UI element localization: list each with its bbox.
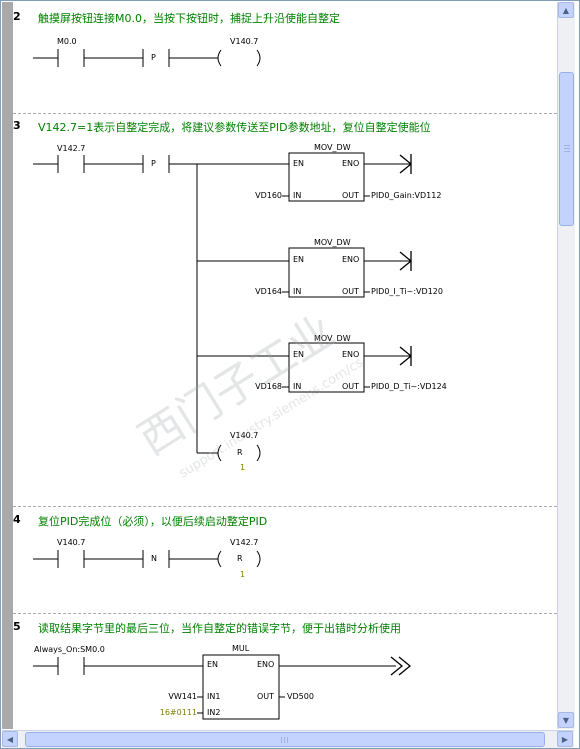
horizontal-scroll-thumb[interactable] (25, 732, 545, 747)
branch-line (196, 164, 289, 454)
arrow-icon (399, 154, 413, 174)
output-lines (364, 163, 411, 357)
network-area[interactable]: 2 触摸屏按钮连接M0.0，当按下按钮时，捕捉上升沿使能自整定 M0.0 P V… (13, 1, 557, 730)
box-en-label: EN (293, 350, 305, 359)
box-in2-label: IN2 (207, 708, 221, 717)
horizontal-scrollbar[interactable]: ◀ ▶ (2, 730, 574, 748)
box-title: MOV_DW (314, 334, 351, 343)
box-en-label: EN (293, 255, 305, 264)
box-in-label: IN (293, 191, 302, 200)
network-separator (13, 113, 557, 114)
network-comment[interactable]: 读取结果字节里的最后三位，当作自整定的错误字节，便于出错时分析使用 (38, 622, 401, 635)
contact-label: Always_On:SM0.0 (34, 645, 105, 654)
box-en-label: EN (293, 159, 305, 168)
contact-symbol (33, 657, 203, 675)
contact-symbol (33, 550, 218, 568)
scroll-right-button[interactable]: ▶ (557, 731, 573, 747)
contact-label: V140.7 (57, 538, 86, 547)
network-comment[interactable]: V142.7=1表示自整定完成，将建议参数传送至PID参数地址，复位自整定使能位 (38, 121, 431, 134)
in1-operand: VW141 (168, 692, 197, 701)
edge-label: P (151, 159, 156, 168)
box-eno-label: ENO (342, 255, 360, 264)
box-in-label: IN (293, 287, 302, 296)
coil-label: V140.7 (230, 431, 259, 440)
coil-param: 1 (240, 570, 246, 579)
network-number: 3 (13, 119, 21, 132)
network-number: 5 (13, 620, 21, 633)
box-title: MOV_DW (314, 143, 351, 152)
in-operand: VD164 (255, 287, 282, 296)
scroll-up-button[interactable]: ▲ (558, 2, 574, 18)
coil-type: R (237, 554, 243, 563)
box-out-label: OUT (342, 382, 360, 391)
scroll-left-button[interactable]: ◀ (2, 731, 18, 747)
out-operand: PID0_D_Ti~:VD124 (371, 382, 447, 391)
coil-symbol (217, 444, 261, 462)
edge-label: P (151, 53, 156, 62)
coil-label: V140.7 (230, 37, 259, 46)
contact-symbol (33, 155, 289, 173)
caret-left-icon: ◀ (6, 735, 14, 744)
double-arrow-icon (390, 656, 412, 676)
input-stubs (282, 195, 370, 388)
box-out-label: OUT (342, 191, 360, 200)
coil-label: V142.7 (230, 538, 259, 547)
caret-up-icon: ▲ (562, 6, 570, 15)
arrow-icon (399, 251, 413, 271)
input-stubs (197, 696, 285, 714)
vertical-scroll-thumb[interactable] (559, 72, 574, 226)
network-number: 2 (13, 10, 21, 23)
contact-label: V142.7 (57, 144, 86, 153)
box-eno-label: ENO (342, 159, 360, 168)
in2-operand: 16#0111 (159, 708, 197, 717)
box-in-label: IN (293, 382, 302, 391)
edge-label: N (151, 554, 157, 563)
box-title: MUL (232, 644, 250, 653)
out-operand: PID0_I_Ti~:VD120 (371, 287, 443, 296)
in-operand: VD160 (255, 191, 282, 200)
scroll-down-button[interactable]: ▼ (558, 712, 574, 728)
network-number: 4 (13, 513, 21, 526)
coil-type: R (237, 448, 243, 457)
box-outline (202, 654, 280, 720)
caret-right-icon: ▶ (561, 735, 569, 744)
vertical-scrollbar[interactable]: ▲ ▼ (557, 2, 575, 729)
box-out-label: OUT (257, 692, 275, 701)
in-operand: VD168 (255, 382, 282, 391)
caret-down-icon: ▼ (562, 716, 570, 725)
coil-param: 1 (240, 463, 246, 472)
network-gutter (2, 2, 13, 729)
box-outline (288, 152, 365, 393)
network-comment[interactable]: 复位PID完成位（必须），以便后续启动整定PID (38, 515, 268, 528)
contact-symbol (33, 49, 218, 67)
coil-symbol (217, 550, 261, 568)
network-separator (13, 506, 557, 507)
box-eno-label: ENO (342, 350, 360, 359)
network-separator (13, 613, 557, 614)
box-title: MOV_DW (314, 238, 351, 247)
coil-symbol (217, 49, 261, 67)
box-out-label: OUT (342, 287, 360, 296)
out-operand: PID0_Gain:VD112 (371, 191, 442, 200)
contact-label: M0.0 (57, 37, 77, 46)
box-in1-label: IN1 (207, 692, 221, 701)
network-comment[interactable]: 触摸屏按钮连接M0.0，当按下按钮时，捕捉上升沿使能自整定 (38, 12, 340, 25)
box-eno-label: ENO (257, 660, 275, 669)
arrow-icon (399, 346, 413, 366)
ladder-diagram (33, 49, 413, 720)
box-en-label: EN (207, 660, 219, 669)
out-operand: VD500 (287, 692, 314, 701)
